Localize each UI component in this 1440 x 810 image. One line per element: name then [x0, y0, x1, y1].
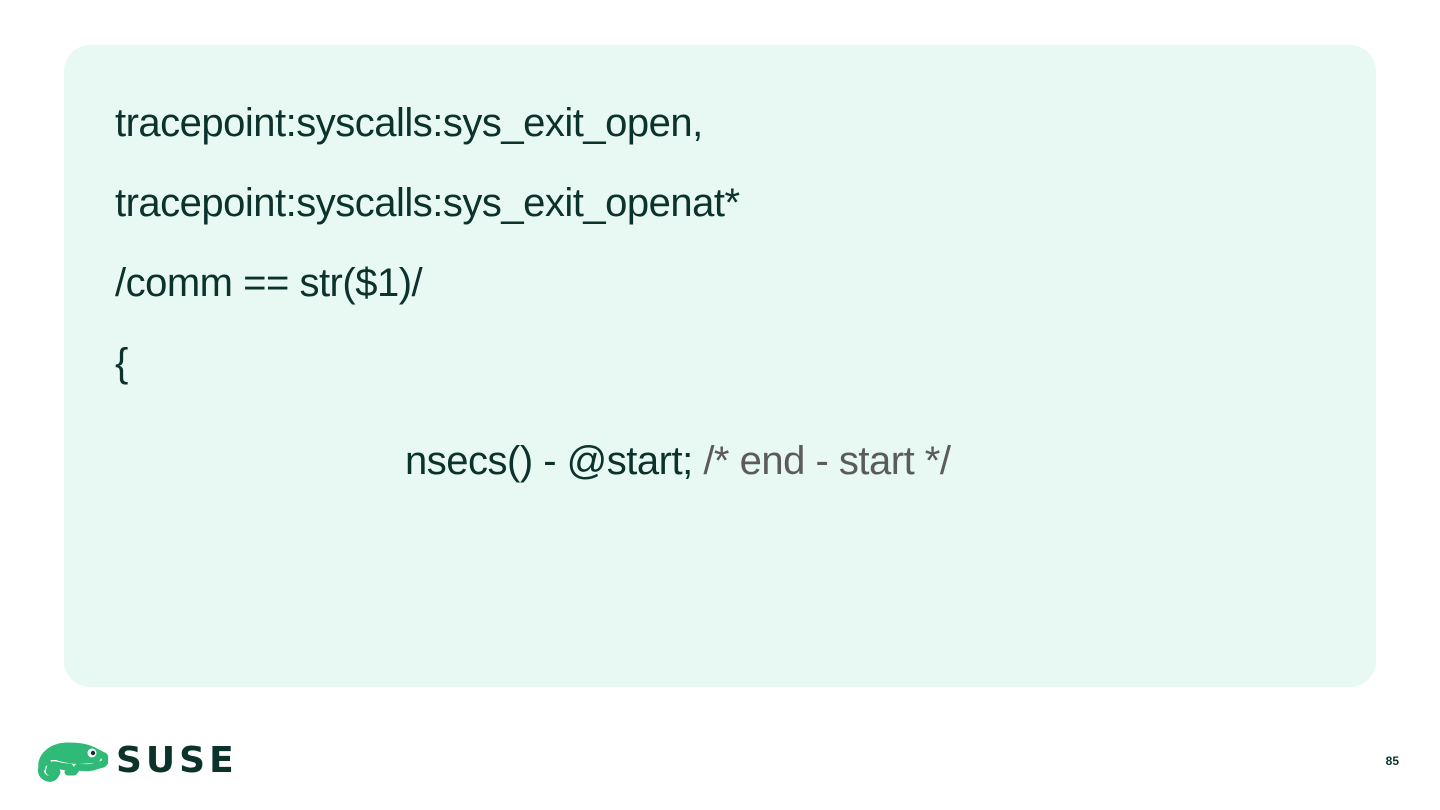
- code-line-2: tracepoint:syscalls:sys_exit_openat*: [115, 181, 740, 225]
- code-line-1: tracepoint:syscalls:sys_exit_open,: [115, 101, 703, 145]
- code-panel: tracepoint:syscalls:sys_exit_open, trace…: [64, 45, 1376, 687]
- brand-name: SUSE: [116, 740, 238, 781]
- code-line-4: {: [115, 341, 128, 385]
- page-number: 85: [1385, 754, 1399, 768]
- code-line-5: nsecs() - @start; /* end - start */: [405, 437, 951, 485]
- code-line-3: /comm == str($1)/: [115, 261, 423, 305]
- suse-logo: SUSE: [34, 736, 238, 786]
- code-line-5-comment: /* end - start */: [703, 439, 951, 483]
- chameleon-icon: [38, 742, 108, 782]
- code-line-5-code: nsecs() - @start;: [405, 439, 704, 483]
